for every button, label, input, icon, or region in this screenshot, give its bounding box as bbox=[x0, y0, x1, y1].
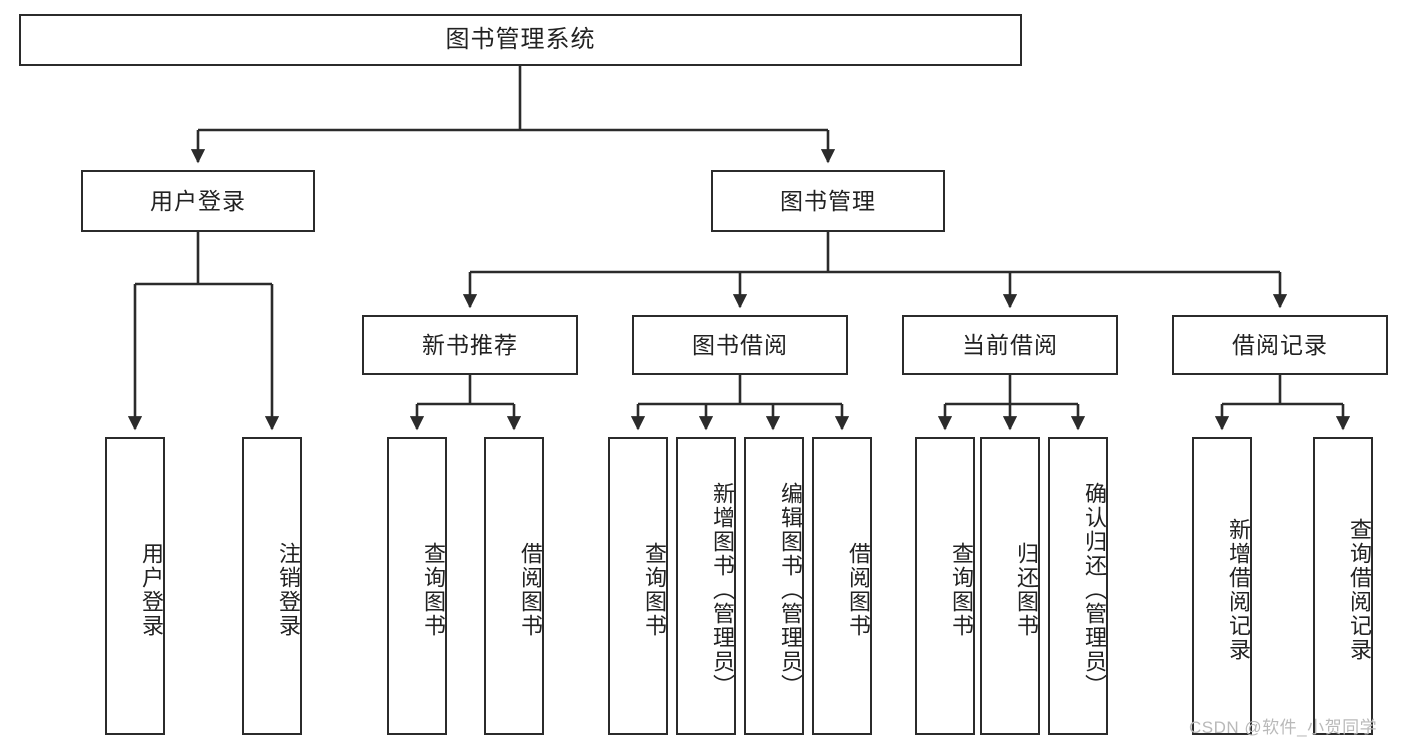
node-leaf-user-login[interactable]: 用户登录 bbox=[105, 437, 165, 735]
node-label: 查询图书 bbox=[949, 542, 974, 638]
node-leaf-return-book[interactable]: 归还图书 bbox=[980, 437, 1040, 735]
node-label: 新书推荐 bbox=[422, 331, 518, 358]
node-leaf-query-book-current[interactable]: 查询图书 bbox=[915, 437, 975, 735]
node-label: 图书管理 bbox=[780, 187, 876, 214]
node-label: 编辑图书（管理员） bbox=[778, 482, 803, 698]
node-root-system[interactable]: 图书管理系统 bbox=[19, 14, 1022, 66]
node-label: 归还图书 bbox=[1014, 542, 1039, 638]
node-label: 图书管理系统 bbox=[445, 26, 596, 54]
node-leaf-edit-book-admin[interactable]: 编辑图书（管理员） bbox=[744, 437, 804, 735]
node-new-book-recommend[interactable]: 新书推荐 bbox=[362, 315, 578, 375]
node-label: 当前借阅 bbox=[962, 331, 1058, 358]
node-leaf-query-book-recommend[interactable]: 查询图书 bbox=[387, 437, 447, 735]
node-label: 用户登录 bbox=[139, 542, 164, 638]
node-book-management[interactable]: 图书管理 bbox=[711, 170, 945, 232]
node-leaf-query-borrow-record[interactable]: 查询借阅记录 bbox=[1313, 437, 1373, 735]
node-book-borrow[interactable]: 图书借阅 bbox=[632, 315, 848, 375]
node-user-login[interactable]: 用户登录 bbox=[81, 170, 315, 232]
node-label: 注销登录 bbox=[276, 542, 301, 638]
node-leaf-add-borrow-record[interactable]: 新增借阅记录 bbox=[1192, 437, 1252, 735]
node-label: 查询借阅记录 bbox=[1347, 518, 1372, 662]
node-label: 图书借阅 bbox=[692, 331, 788, 358]
node-label: 借阅图书 bbox=[846, 542, 871, 638]
node-borrow-record[interactable]: 借阅记录 bbox=[1172, 315, 1388, 375]
node-leaf-query-book-borrow[interactable]: 查询图书 bbox=[608, 437, 668, 735]
node-label: 借阅记录 bbox=[1232, 331, 1328, 358]
node-leaf-borrow-book[interactable]: 借阅图书 bbox=[812, 437, 872, 735]
node-leaf-borrow-book-recommend[interactable]: 借阅图书 bbox=[484, 437, 544, 735]
watermark-text: CSDN @软件_小贺同学 bbox=[1189, 718, 1378, 737]
node-leaf-logout[interactable]: 注销登录 bbox=[242, 437, 302, 735]
node-label: 新增借阅记录 bbox=[1226, 518, 1251, 662]
node-label: 查询图书 bbox=[421, 542, 446, 638]
node-label: 新增图书（管理员） bbox=[710, 482, 735, 698]
node-leaf-add-book-admin[interactable]: 新增图书（管理员） bbox=[676, 437, 736, 735]
node-label: 用户登录 bbox=[150, 187, 246, 214]
node-label: 查询图书 bbox=[642, 542, 667, 638]
node-current-borrow[interactable]: 当前借阅 bbox=[902, 315, 1118, 375]
node-label: 借阅图书 bbox=[518, 542, 543, 638]
node-leaf-confirm-return-admin[interactable]: 确认归还（管理员） bbox=[1048, 437, 1108, 735]
node-label: 确认归还（管理员） bbox=[1082, 482, 1107, 698]
